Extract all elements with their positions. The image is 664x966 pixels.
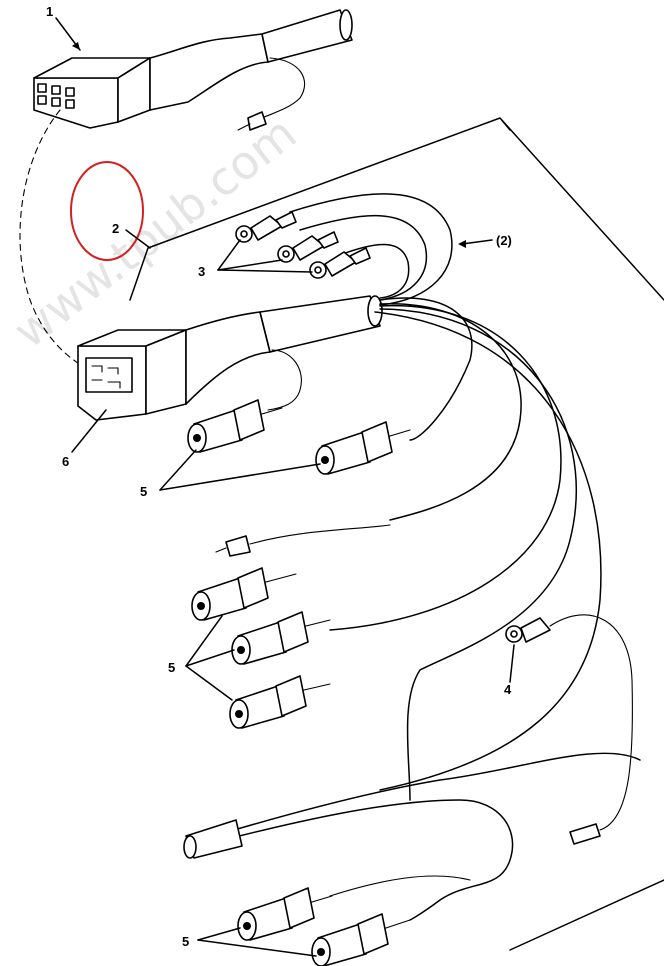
callout-1: 1 [46, 4, 53, 19]
leader-lines [55, 17, 515, 957]
pin-terminal [225, 535, 251, 557]
callout-5-top: 5 [140, 484, 147, 499]
spade-terminal [569, 823, 601, 845]
ring-terminal-4 [505, 614, 633, 831]
callout-3: 3 [198, 264, 205, 279]
callout-2: 2 [112, 221, 119, 236]
connector-1 [33, 9, 353, 131]
wire-bundle [289, 193, 602, 801]
lower-wires-2 [199, 799, 514, 921]
pin-lead [249, 524, 391, 545]
callout-2-paren: (2) [496, 233, 512, 248]
highlight-circle [70, 161, 144, 261]
callout-5-bottom: 5 [182, 934, 189, 949]
pin-tip [215, 547, 227, 553]
panel-outline [129, 117, 664, 951]
lower-wires-3 [329, 875, 471, 897]
callout-5-middle: 5 [168, 660, 175, 675]
blade-end [183, 835, 197, 859]
barrel-connectors-5 [187, 399, 411, 966]
ring-terminals-3 [235, 211, 371, 279]
callout-6: 6 [62, 454, 69, 469]
lower-wires [199, 752, 641, 841]
callout-4: 4 [504, 682, 512, 697]
dashed-link [19, 109, 91, 371]
connector-6 [77, 295, 383, 421]
